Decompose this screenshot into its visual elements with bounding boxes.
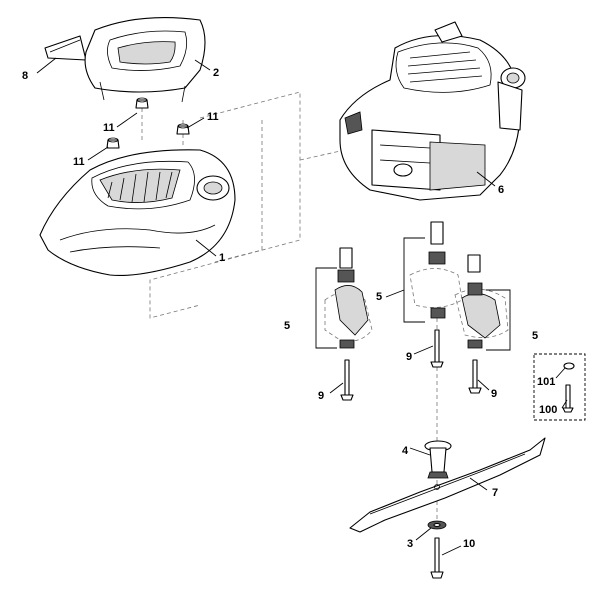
part-5-brackets	[315, 237, 511, 351]
callout-2: 2	[213, 67, 219, 79]
callout-labels: 8 2 11 11 11 1 6 5 5 5 9 9 9 101 100 4 7…	[22, 67, 557, 550]
callout-100: 100	[539, 404, 557, 416]
callout-7: 7	[492, 487, 498, 499]
center-blade-holder	[409, 221, 481, 368]
callout-10: 10	[463, 538, 475, 550]
callout-8: 8	[22, 70, 28, 82]
part-1-engine-hood	[39, 149, 236, 276]
callout-11-c: 11	[73, 156, 85, 168]
callout-6: 6	[498, 184, 504, 196]
callout-5-center: 5	[376, 291, 382, 303]
callout-1: 1	[219, 252, 225, 264]
part-11-nut-b	[176, 123, 190, 135]
callout-4: 4	[402, 445, 409, 457]
part-7-blade	[349, 437, 546, 533]
part-8-cap	[44, 35, 87, 61]
callout-9-center: 9	[406, 351, 412, 363]
callout-3: 3	[407, 538, 413, 550]
callout-11-a: 11	[103, 122, 115, 134]
part-10-bolt	[430, 537, 444, 579]
part-2-upper-cover	[84, 17, 206, 103]
part-4-blade-adapter	[424, 440, 452, 479]
callout-9-right: 9	[491, 388, 497, 400]
part-11-nut-a	[135, 97, 149, 109]
leader-lines	[36, 57, 568, 556]
callout-5-left: 5	[284, 320, 290, 332]
right-blade-holder	[454, 282, 509, 394]
left-blade-holder	[324, 247, 373, 401]
callout-5-right: 5	[532, 330, 538, 342]
part-11-nut-c	[106, 137, 120, 149]
kit-box-100-101	[533, 353, 586, 421]
part-6-engine	[339, 21, 526, 201]
callout-9-left: 9	[318, 390, 324, 402]
callout-11-b: 11	[207, 111, 219, 123]
alignment-lines	[141, 91, 438, 520]
callout-101: 101	[537, 376, 555, 388]
part-3-washer	[427, 520, 447, 530]
